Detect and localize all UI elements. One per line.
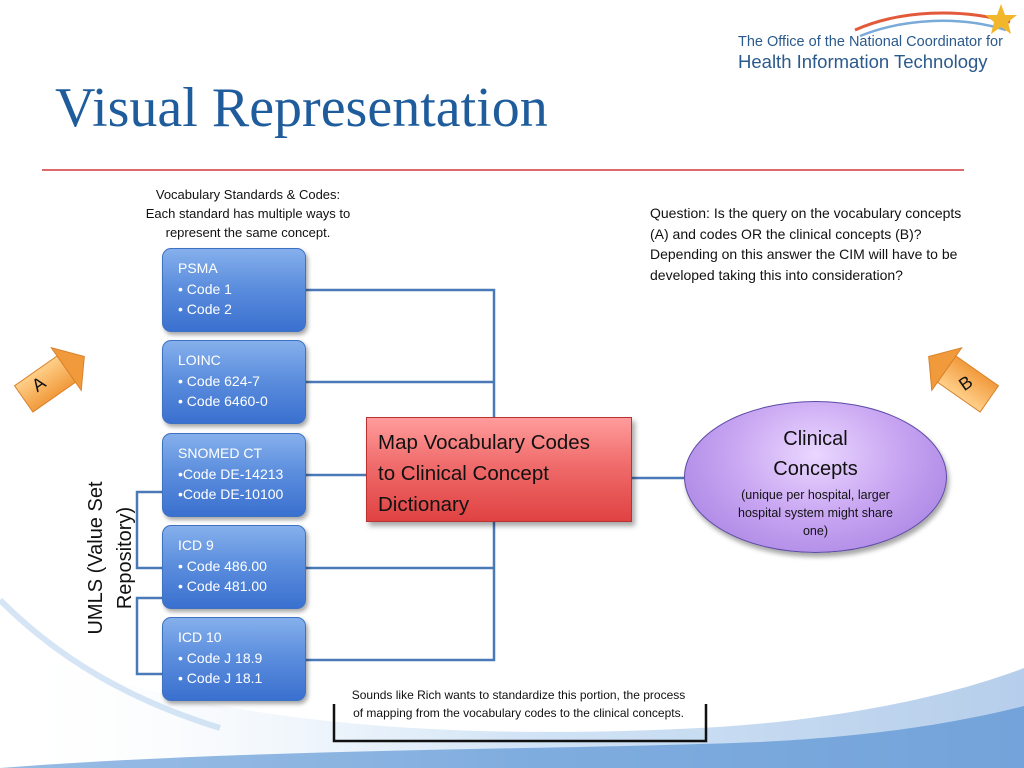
- vocab-box-title: ICD 10: [178, 629, 222, 645]
- vocabulary-note: Vocabulary Standards & Codes: Each stand…: [118, 185, 378, 242]
- vocab-code: •Code DE-10100: [178, 486, 284, 502]
- clinical-title-line: Concepts: [773, 458, 858, 480]
- vocab-code: •Code DE-14213: [178, 465, 284, 482]
- logo-line-1: The Office of the National Coordinator f…: [738, 34, 1003, 50]
- vocab-box-icd9: ICD 9 • Code 486.00 • Code 481.00: [162, 525, 306, 609]
- vocab-box-loinc: LOINC • Code 624-7 • Code 6460-0: [162, 340, 306, 424]
- umls-label-text: UMLS (Value Set Repository): [85, 481, 136, 635]
- map-box-line: Map Vocabulary Codes: [378, 431, 590, 454]
- onc-logo: The Office of the National Coordinator f…: [738, 34, 1003, 73]
- vocab-code: • Code J 18.9: [178, 649, 263, 666]
- badge-b-arrow: [928, 346, 1000, 413]
- vocab-box-icd10: ICD 10 • Code J 18.9 • Code J 18.1: [162, 617, 306, 701]
- vocabulary-note-line: Each standard has multiple ways to: [145, 206, 351, 221]
- vocab-code: • Code 481.00: [178, 578, 267, 594]
- vocab-box-snomed: SNOMED CT •Code DE-14213 •Code DE-10100: [162, 433, 306, 517]
- bottom-note: Sounds like Rich wants to standardize th…: [351, 688, 686, 720]
- vocab-code: • Code 1: [178, 280, 232, 297]
- map-box-line: Dictionary: [378, 493, 470, 516]
- umls-label: UMLS (Value Set Repository): [82, 468, 142, 648]
- star-swoosh-icon: [854, 4, 1017, 38]
- vocabulary-note-line: represent the same concept.: [165, 225, 331, 240]
- question-text: Question: Is the query on the vocabulary…: [650, 205, 962, 283]
- vocab-box-title: PSMA: [178, 260, 218, 276]
- slide-title: Visual Representation: [55, 77, 548, 139]
- clinical-subtitle: (unique per hospital, larger hospital sy…: [738, 488, 893, 538]
- vocab-code: • Code 486.00: [178, 557, 267, 574]
- clinical-title-line: Clinical: [783, 428, 848, 450]
- map-vocabulary-box: Map Vocabulary Codes to Clinical Concept…: [366, 417, 632, 522]
- vocab-code: • Code 624-7: [178, 372, 260, 389]
- map-box-line: to Clinical Concept: [378, 462, 549, 485]
- vocab-box-title: ICD 9: [178, 537, 214, 553]
- logo-line-2: Health Information Technology: [738, 51, 988, 72]
- vocab-box-title: SNOMED CT: [178, 445, 262, 461]
- badge-a-arrow: [13, 346, 85, 413]
- vocabulary-note-line: Vocabulary Standards & Codes:: [155, 187, 341, 202]
- vocab-box-psma: PSMA • Code 1 • Code 2: [162, 248, 306, 332]
- vocab-code: • Code 2: [178, 301, 232, 317]
- vocab-code: • Code J 18.1: [178, 670, 263, 686]
- vocab-box-title: LOINC: [178, 352, 221, 368]
- vocab-code: • Code 6460-0: [178, 393, 268, 409]
